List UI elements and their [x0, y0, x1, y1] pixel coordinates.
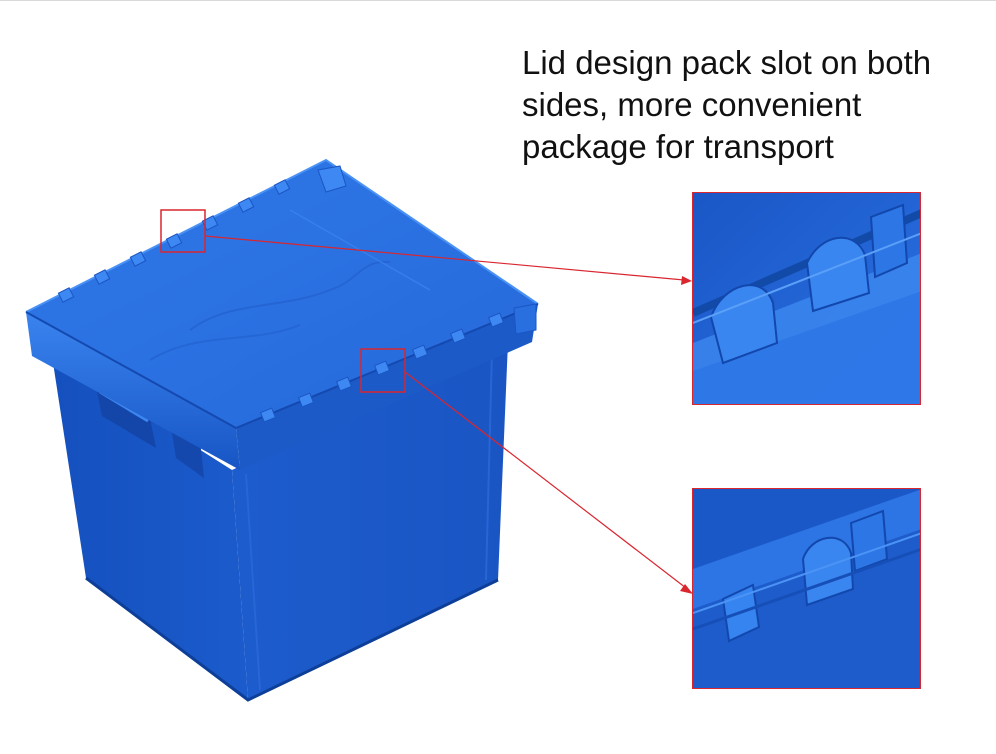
- caption-line-2: sides, more convenient: [522, 86, 862, 123]
- crate-side-face: [52, 356, 248, 700]
- highlight-box-back-slot: [160, 209, 206, 253]
- highlight-box-front-slot: [360, 348, 406, 393]
- detail-lid-slot-back-icon: [692, 192, 921, 405]
- lid-top: [26, 160, 538, 428]
- front-rib: [485, 349, 493, 581]
- side-handle: [96, 386, 156, 448]
- caption-line-1: Lid design pack slot on both: [522, 44, 932, 81]
- lid-rim-front: [236, 304, 538, 470]
- lid-rim-left: [26, 312, 240, 470]
- caption-text: Lid design pack slot on both sides, more…: [522, 42, 982, 168]
- crate-bottom-edge: [85, 576, 499, 702]
- crate-front-face: [232, 342, 508, 700]
- lid-hinge-tabs-back: [57, 179, 291, 303]
- caption-line-3: package for transport: [522, 128, 834, 165]
- detail-lid-slot-front-icon: [692, 488, 921, 689]
- lid-edge-highlight: [25, 158, 539, 313]
- lid-corner-clip: [513, 303, 537, 335]
- callout-arrowhead-2: [680, 584, 693, 594]
- top-divider: [0, 0, 996, 1]
- lid-molding-line: [189, 260, 391, 331]
- lid-molding-line: [149, 324, 301, 361]
- front-rib: [245, 473, 261, 691]
- lid-corner-clip: [317, 165, 347, 193]
- lid-hinge-tabs-front: [259, 312, 505, 423]
- callout-arrow-line-2: [404, 371, 687, 589]
- callout-arrow-line-1: [204, 235, 685, 281]
- callout-arrowhead-1: [681, 276, 692, 285]
- lid-edge-shadow: [25, 303, 539, 430]
